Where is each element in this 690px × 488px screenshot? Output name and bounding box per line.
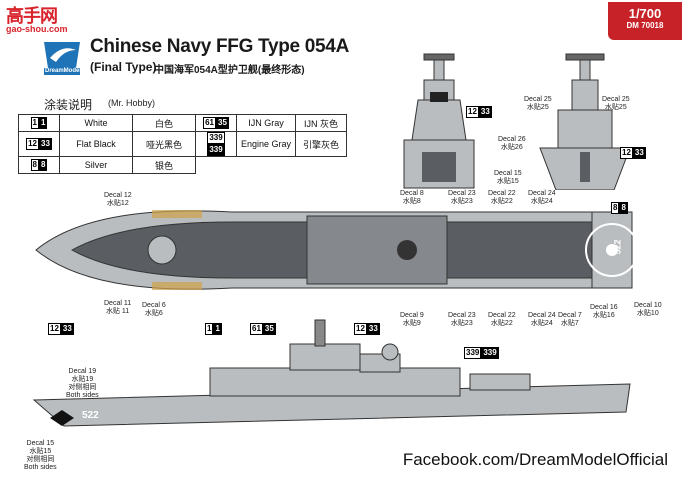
paint-name-cn: 哑光黑色: [132, 131, 196, 157]
page-subtitle: (Final Type): [90, 60, 157, 74]
hull-number-top: 522: [612, 239, 623, 255]
paint-name-cn: IJN 灰色: [295, 114, 347, 132]
paint-name: Engine Gray: [236, 131, 296, 157]
paint-heading-en: (Mr. Hobby): [108, 98, 156, 108]
paint-name: Silver: [59, 156, 133, 174]
paint-code: 339339: [195, 131, 237, 157]
paint-name: IJN Gray: [236, 114, 296, 132]
brand-logo: [40, 38, 84, 76]
top-view-drawing: [35, 210, 639, 290]
rear-view-drawing: [539, 53, 631, 190]
hull-number-side: 522: [82, 410, 99, 421]
scale-label: 1/700: [628, 6, 662, 21]
paint-heading: 涂装说明: [44, 98, 93, 112]
paint-name: Flat Black: [59, 131, 133, 157]
product-code: DM 70018: [626, 21, 664, 30]
logo-icon: [44, 42, 80, 75]
page-subtitle-cn: 中国海军054A型护卫舰(最终形态): [154, 65, 305, 76]
paint-name-cn: 引擎灰色: [295, 131, 347, 157]
side-view-drawing: [32, 319, 631, 427]
facebook-link[interactable]: Facebook.com/DreamModelOfficial: [402, 450, 668, 469]
scale-badge: 1/700 DM 70018: [608, 2, 682, 40]
page-title: Chinese Navy FFG Type 054A: [90, 36, 349, 57]
logo-text: DreamModel: [45, 68, 82, 74]
paint-name: White: [59, 114, 133, 132]
paint-name-cn: 白色: [132, 114, 196, 132]
site-watermark: 高手网: [6, 6, 58, 26]
site-url: gao-shou.com: [6, 24, 68, 34]
front-view-drawing: [403, 53, 475, 189]
paint-name-cn: 银色: [132, 156, 196, 174]
